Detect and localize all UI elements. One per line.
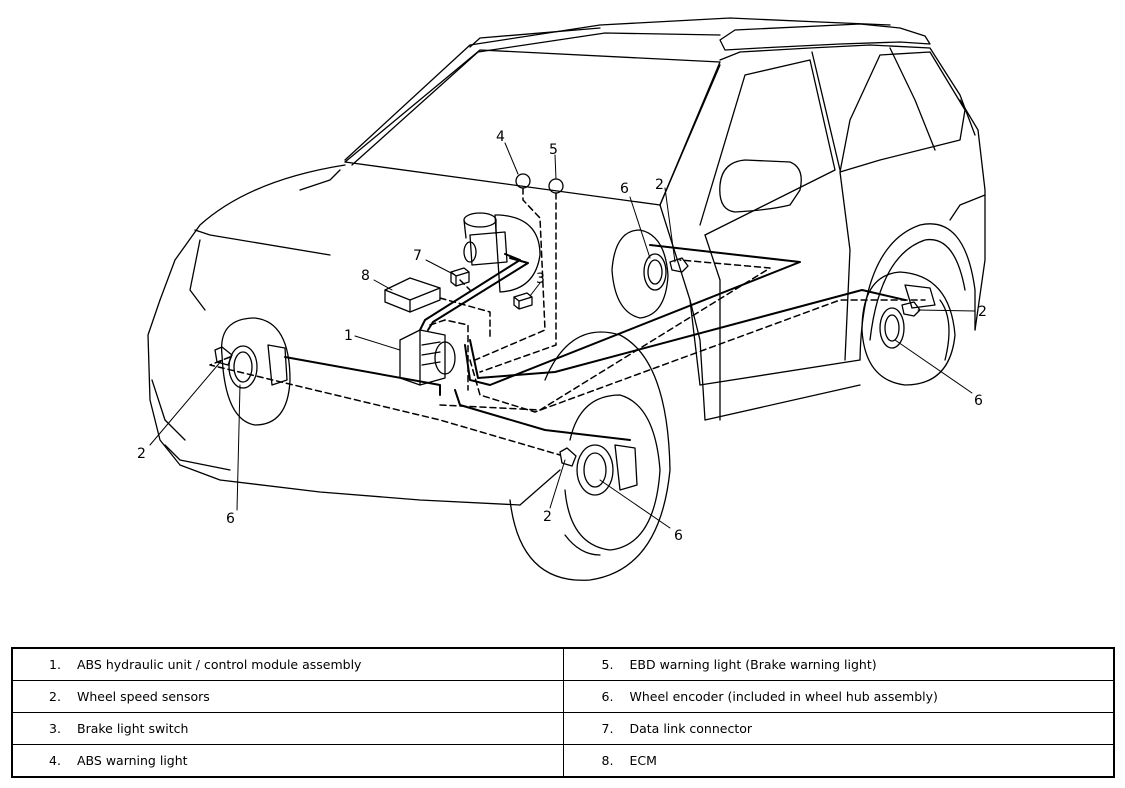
legend-number: 8. <box>601 753 614 768</box>
callout-leaders <box>149 142 976 529</box>
callout-1: 1 <box>344 328 353 344</box>
legend-number: 4. <box>49 753 61 768</box>
legend-text: ABS warning light <box>77 753 188 768</box>
legend-text: Brake light switch <box>77 721 189 736</box>
legend-number: 5. <box>601 657 614 672</box>
legend-table: 1. ABS hydraulic unit / control module as… <box>11 647 1115 778</box>
callout-6-rear-right: 6 <box>974 393 983 409</box>
callout-2-rear-right: 2 <box>978 304 987 320</box>
brake-lines <box>284 244 906 441</box>
data-link-connector <box>450 267 470 287</box>
callout-7: 7 <box>413 248 422 264</box>
legend-cell: 2. Wheel speed sensors <box>11 680 564 713</box>
legend-number: 7. <box>601 721 614 736</box>
abs-system-diagram: 1 2 2 2 2 3 4 5 6 6 6 6 7 8 <box>137 17 987 581</box>
legend-cell: 7. Data link connector <box>562 712 1115 745</box>
callout-2-front-left: 2 <box>137 446 146 462</box>
legend-number: 2. <box>49 689 61 704</box>
legend-row: 3. Brake light switch 7. Data link connect… <box>11 712 1115 745</box>
wiring-harness <box>209 187 926 456</box>
rear-left-wheel <box>611 229 669 319</box>
legend-text: EBD warning light (Brake warning light) <box>629 657 877 672</box>
callout-2-front-right: 2 <box>543 509 552 525</box>
legend-row: 2. Wheel speed sensors 6. Wheel encoder (i… <box>11 680 1115 713</box>
legend-number: 6. <box>601 689 614 704</box>
callout-5: 5 <box>549 142 558 158</box>
vehicle-outline <box>147 17 986 506</box>
legend-cell: 1. ABS hydraulic unit / control module as… <box>11 647 564 681</box>
legend-text: ABS hydraulic unit / control module asse… <box>77 657 362 672</box>
brake-light-switch <box>513 292 533 310</box>
legend-cell: 3. Brake light switch <box>11 712 564 745</box>
legend-cell: 5. EBD warning light (Brake warning light… <box>562 647 1115 681</box>
wheel-speed-sensors <box>214 257 921 467</box>
callout-3: 3 <box>536 271 545 287</box>
legend-row: 1. ABS hydraulic unit / control module as… <box>11 647 1115 681</box>
abs-hydraulic-unit <box>399 329 456 386</box>
legend-cell: 6. Wheel encoder (included in wheel hub a… <box>562 680 1115 713</box>
legend-row: 4. ABS warning light 8. ECM <box>11 744 1115 778</box>
legend-number: 1. <box>49 657 61 672</box>
legend-cell: 4. ABS warning light <box>11 744 564 778</box>
legend-text: Wheel encoder (included in wheel hub ass… <box>629 689 938 704</box>
legend-text: Wheel speed sensors <box>77 689 210 704</box>
callout-4: 4 <box>496 129 505 145</box>
legend-text: Data link connector <box>629 721 753 736</box>
callout-6-front-right: 6 <box>674 528 683 544</box>
callout-6-rear-left: 6 <box>620 181 629 197</box>
front-left-wheel <box>220 317 291 426</box>
callout-8: 8 <box>361 268 370 284</box>
legend-text: ECM <box>629 753 657 768</box>
ecm-box <box>384 277 441 313</box>
legend-cell: 8. ECM <box>562 744 1115 778</box>
brake-booster <box>463 212 541 293</box>
callout-labels: 1 2 2 2 2 3 4 5 6 6 6 6 7 8 <box>137 129 987 544</box>
legend-number: 3. <box>49 721 61 736</box>
callout-2-rear-left: 2 <box>655 177 664 193</box>
callout-6-front-left: 6 <box>226 511 235 527</box>
rear-right-wheel <box>861 271 956 386</box>
front-right-wheel <box>509 331 671 581</box>
